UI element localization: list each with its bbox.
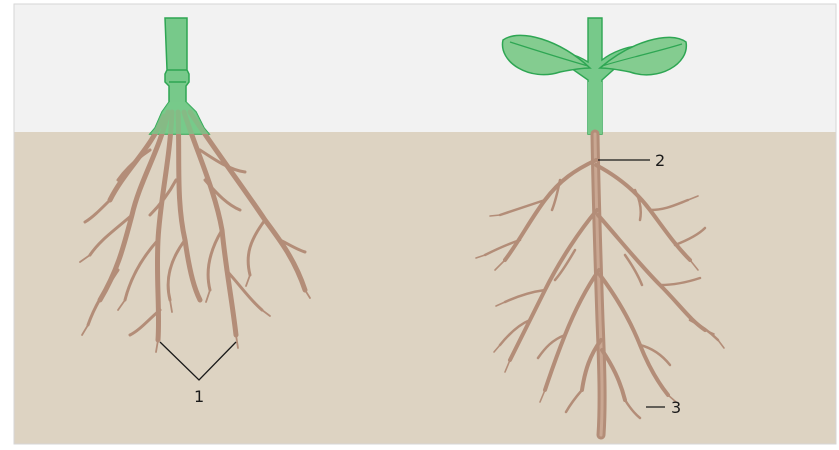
label-2: 2 xyxy=(655,151,665,170)
soil-area xyxy=(14,132,836,444)
label-3: 3 xyxy=(671,398,681,417)
label-1: 1 xyxy=(194,387,204,406)
